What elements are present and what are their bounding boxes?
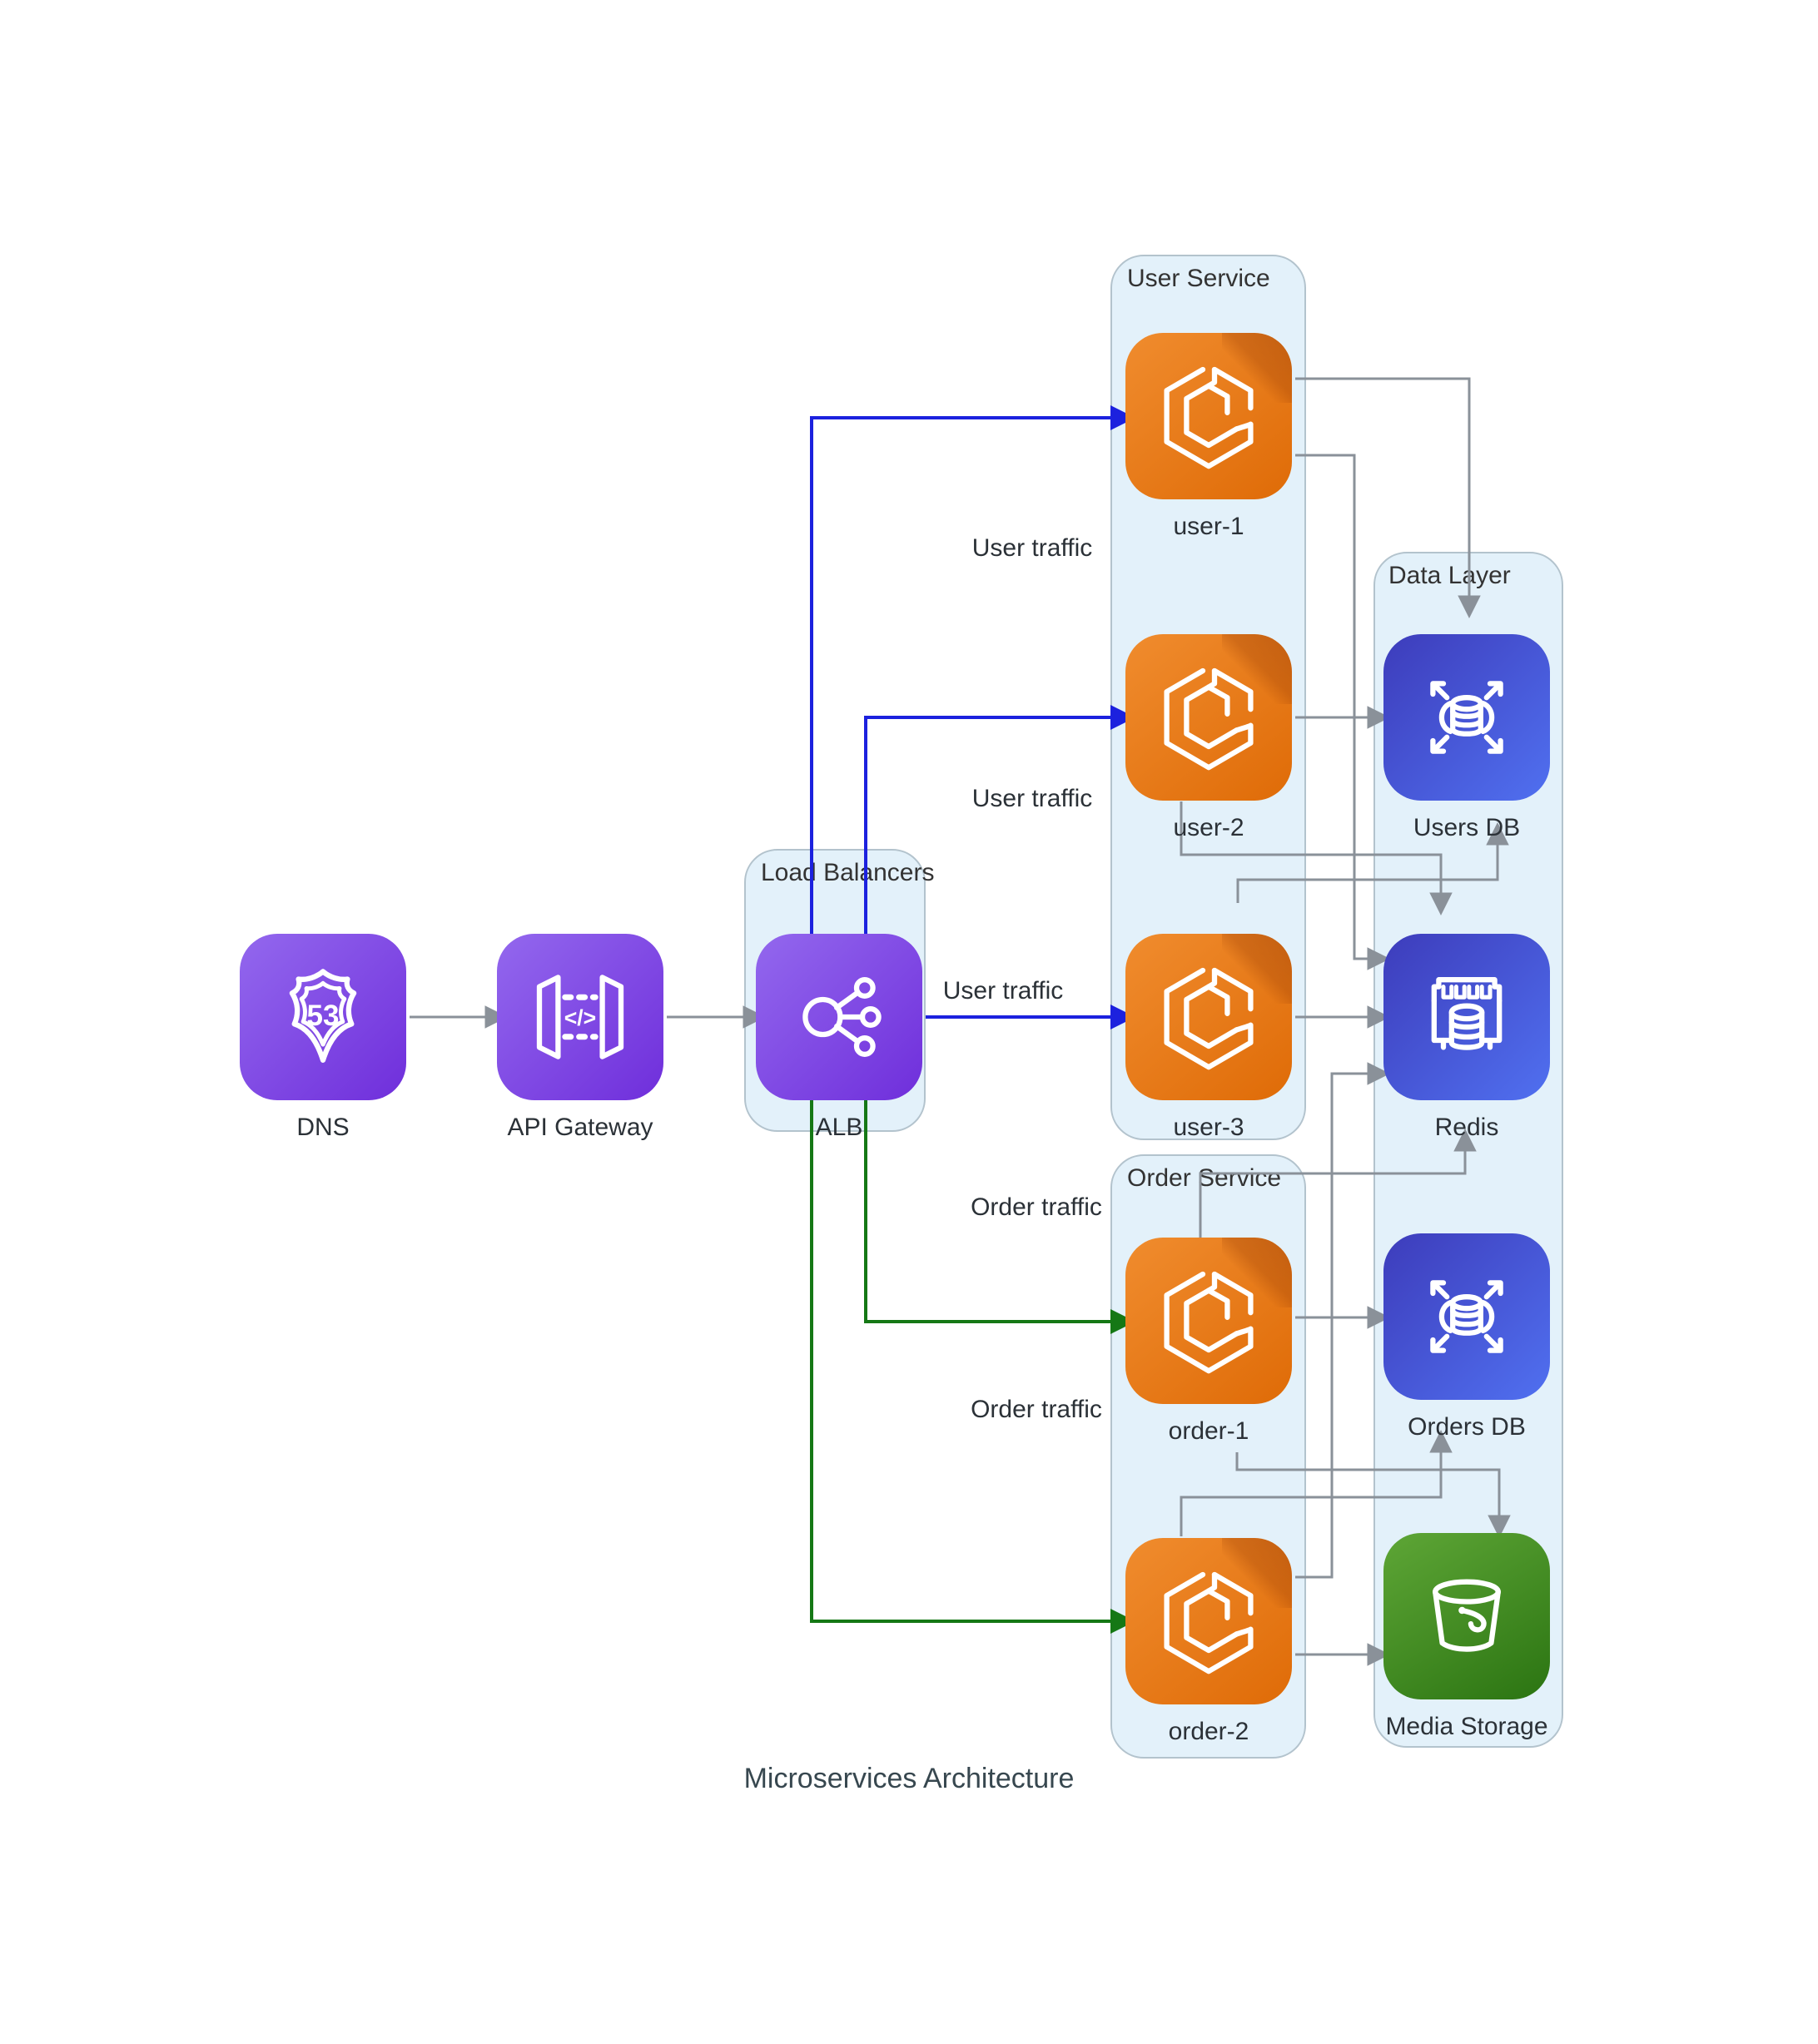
edge-alb-order1 — [864, 1100, 1135, 1334]
edge-label-user-traffic-2: User traffic — [971, 785, 1093, 812]
node-dns: 53 DNS — [240, 934, 406, 1142]
edge-alb-user2 — [864, 705, 1135, 934]
ecs-container-glyph — [1164, 667, 1254, 771]
edge-label-order-traffic-2: Order traffic — [971, 1396, 1102, 1423]
edge-label-user-traffic-3: User traffic — [942, 977, 1064, 1005]
group-label-load-balancers: Load Balancers — [761, 859, 935, 886]
node-user-2: user-2 — [1125, 634, 1292, 842]
edge-user2-redis — [1180, 801, 1453, 915]
node-api-gateway: </> API Gateway — [497, 934, 663, 1142]
ecs-container-glyph — [1164, 967, 1254, 1070]
ecs-container-icon[interactable] — [1125, 1538, 1292, 1704]
svg-text:53: 53 — [307, 1000, 340, 1032]
s3-bucket-glyph — [1433, 1579, 1501, 1652]
node-label-order-2: order-2 — [1168, 1718, 1249, 1745]
edge-order1-media — [1235, 1452, 1511, 1538]
elasticache-icon[interactable] — [1383, 934, 1550, 1100]
edge-label-order-traffic-1: Order traffic — [971, 1193, 1102, 1221]
dynamodb-glyph — [1430, 1280, 1503, 1353]
svg-text:</>: </> — [564, 1005, 596, 1030]
node-label-alb: ALB — [815, 1114, 863, 1141]
ecs-container-glyph — [1164, 1271, 1254, 1374]
node-label-api-gateway: API Gateway — [507, 1114, 653, 1141]
ecs-container-icon[interactable] — [1125, 1238, 1292, 1404]
edge-user1-usersdb — [1295, 377, 1481, 618]
dynamodb-glyph — [1430, 681, 1503, 754]
node-orders-db: Orders DB — [1383, 1233, 1550, 1441]
node-order-2: order-2 — [1125, 1538, 1292, 1746]
edge-alb-order2 — [810, 1100, 1135, 1634]
node-order-1: order-1 — [1125, 1238, 1292, 1446]
dynamodb-icon[interactable] — [1383, 1233, 1550, 1400]
node-label-media-storage: Media Storage — [1385, 1713, 1548, 1740]
group-label-order-service: Order Service — [1127, 1164, 1282, 1192]
node-media-storage: Media Storage — [1383, 1533, 1550, 1741]
api-gateway-glyph: </> — [536, 975, 624, 1059]
node-alb: ALB — [756, 934, 922, 1142]
node-user-1: user-1 — [1125, 333, 1292, 541]
diagram-title: Microservices Architecture — [743, 1763, 1075, 1794]
node-label-redis: Redis — [1434, 1114, 1499, 1141]
edge-label-user-traffic-1: User traffic — [971, 534, 1093, 562]
node-label-user-3: user-3 — [1173, 1114, 1244, 1141]
edge-alb-user1 — [810, 405, 1135, 934]
ecs-container-icon[interactable] — [1125, 934, 1292, 1100]
edge-order2-redis — [1295, 1062, 1390, 1579]
node-label-users-db: Users DB — [1413, 814, 1521, 841]
ecs-container-icon[interactable] — [1125, 333, 1292, 499]
node-user-3: user-3 — [1125, 934, 1292, 1142]
ecs-container-icon[interactable] — [1125, 634, 1292, 801]
elasticache-chip-glyph — [1431, 977, 1503, 1050]
node-label-user-1: user-1 — [1173, 513, 1244, 540]
ecs-container-glyph — [1164, 366, 1254, 469]
node-label-dns: DNS — [296, 1114, 350, 1141]
s3-bucket-icon[interactable] — [1383, 1533, 1550, 1699]
route53-shield-glyph: 53 — [289, 969, 357, 1063]
node-label-order-1: order-1 — [1168, 1417, 1249, 1445]
load-balancer-icon[interactable] — [756, 934, 922, 1100]
edge-user3-usersdb — [1236, 822, 1509, 903]
load-balancer-glyph — [802, 977, 882, 1057]
route53-icon[interactable]: 53 — [240, 934, 406, 1100]
edge-user1-redis — [1295, 454, 1390, 970]
ecs-container-glyph — [1164, 1571, 1254, 1674]
node-label-user-2: user-2 — [1173, 814, 1244, 841]
node-users-db: Users DB — [1383, 634, 1550, 842]
node-label-orders-db: Orders DB — [1408, 1413, 1526, 1441]
node-redis: Redis — [1383, 934, 1550, 1142]
dynamodb-icon[interactable] — [1383, 634, 1550, 801]
group-label-user-service: User Service — [1127, 265, 1270, 292]
api-gateway-icon[interactable]: </> — [497, 934, 663, 1100]
group-label-data-layer: Data Layer — [1388, 562, 1511, 589]
edge-order2-ordersdb — [1180, 1430, 1453, 1536]
